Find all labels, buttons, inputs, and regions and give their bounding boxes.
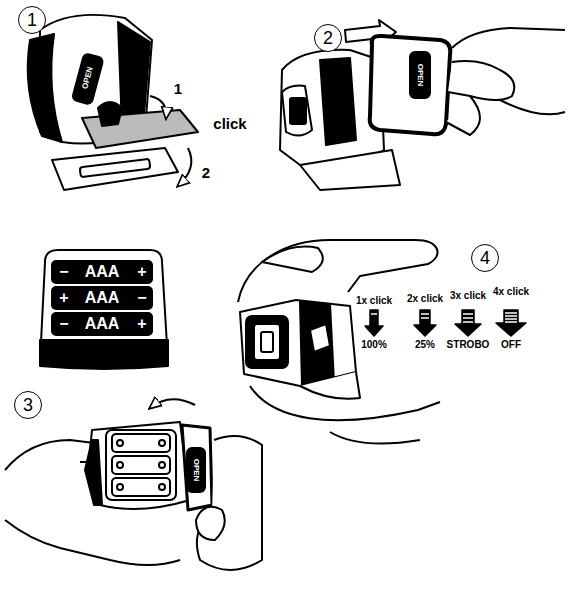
- figure-rect: [254, 324, 280, 360]
- figure-path: [282, 86, 312, 136]
- mode-name: STROBO: [447, 340, 490, 350]
- step-4-figure: [238, 240, 526, 444]
- figure-path: [150, 399, 195, 408]
- figure-path: [52, 148, 178, 190]
- open-tab-label: OPEN: [192, 459, 200, 482]
- figure-line: [505, 321, 517, 323]
- figure-path: [240, 300, 356, 386]
- figure-line: [505, 312, 517, 314]
- figure-path: [98, 102, 122, 126]
- figure-rect: [52, 313, 152, 335]
- figure-circle: [117, 440, 123, 446]
- battery-type: AAA: [85, 264, 120, 280]
- figure-line: [421, 313, 429, 315]
- motion-number: 1: [174, 81, 182, 96]
- click-count: 3x click: [450, 291, 486, 301]
- figure-circle: [159, 462, 165, 468]
- figure-rect: [410, 52, 430, 98]
- figure-path: [496, 310, 526, 336]
- figure-line: [463, 321, 473, 323]
- mode-name: OFF: [501, 340, 521, 350]
- step-number-text: 1: [27, 11, 37, 29]
- figure-path: [310, 324, 330, 352]
- figure-rect: [106, 430, 176, 500]
- figure-circle: [159, 440, 165, 446]
- figure-path: [300, 150, 400, 190]
- step-number: 1: [18, 6, 46, 34]
- step-3-figure: [5, 399, 262, 570]
- figure-path: [365, 310, 383, 336]
- figure-circle: [117, 484, 123, 490]
- battery-type: AAA: [85, 316, 120, 332]
- motion-number: 2: [202, 165, 210, 180]
- figure-path: [262, 247, 323, 272]
- figure-g: [371, 313, 517, 322]
- figure-rect: [246, 316, 288, 368]
- figure-line: [371, 313, 377, 315]
- figure-path: [182, 425, 212, 510]
- figure-path: [446, 28, 565, 135]
- figure-g: [365, 310, 526, 336]
- step-1-figure: [28, 15, 198, 190]
- figure-line: [505, 318, 517, 320]
- figure-line: [463, 313, 473, 315]
- polarity-sign: +: [59, 290, 68, 306]
- click-note: click: [213, 116, 246, 131]
- polarity-sign: +: [137, 264, 146, 280]
- figure-line: [421, 317, 429, 319]
- step-number: 2: [314, 24, 342, 52]
- battery-pack-figure: [40, 250, 168, 369]
- mode-name: 25%: [415, 340, 435, 350]
- figure-path: [250, 372, 440, 444]
- figure-rect: [112, 456, 170, 474]
- figure-path: [455, 310, 481, 336]
- figure-path: [196, 507, 225, 540]
- figure-path: [178, 148, 191, 186]
- figure-rect: [112, 434, 170, 452]
- polarity-sign: +: [137, 316, 146, 332]
- battery-type: AAA: [85, 290, 120, 306]
- figure-rect: [290, 98, 306, 124]
- step-number: 4: [471, 244, 499, 272]
- step-2-figure: [280, 20, 565, 190]
- figure-path: [28, 34, 62, 142]
- figure-path: [85, 440, 102, 505]
- figure-path: [370, 36, 451, 134]
- click-count: 4x click: [493, 287, 529, 297]
- figure-circle: [159, 484, 165, 490]
- polarity-sign: −: [59, 264, 68, 280]
- mode-name: 100%: [361, 340, 387, 350]
- figure-path: [88, 422, 190, 509]
- click-count: 1x click: [356, 296, 392, 306]
- step-number-text: 4: [480, 249, 490, 267]
- polarity-sign: −: [59, 316, 68, 332]
- figure-rect: [112, 478, 170, 496]
- figure-line: [505, 315, 517, 317]
- figure-path: [320, 58, 356, 145]
- figure-path: [150, 96, 166, 118]
- open-tab-label: OPEN: [416, 64, 424, 87]
- figure-rect: [72, 53, 104, 105]
- figure-rect: [52, 287, 152, 309]
- figure-rect: [52, 261, 152, 283]
- step-number-text: 2: [323, 29, 333, 47]
- click-count: 2x click: [407, 294, 443, 304]
- polarity-sign: −: [137, 290, 146, 306]
- figure-rect: [187, 448, 205, 492]
- figure-path: [414, 310, 436, 336]
- figure-path: [197, 436, 262, 570]
- figure-line: [463, 317, 473, 319]
- step-number-text: 3: [23, 396, 33, 414]
- figure-path: [40, 340, 168, 369]
- step-number: 3: [14, 391, 42, 419]
- figure-rect: [80, 159, 151, 177]
- figure-path: [300, 302, 334, 386]
- figure-path: [238, 240, 438, 302]
- figure-rect: [261, 332, 273, 352]
- figure-circle: [117, 462, 123, 468]
